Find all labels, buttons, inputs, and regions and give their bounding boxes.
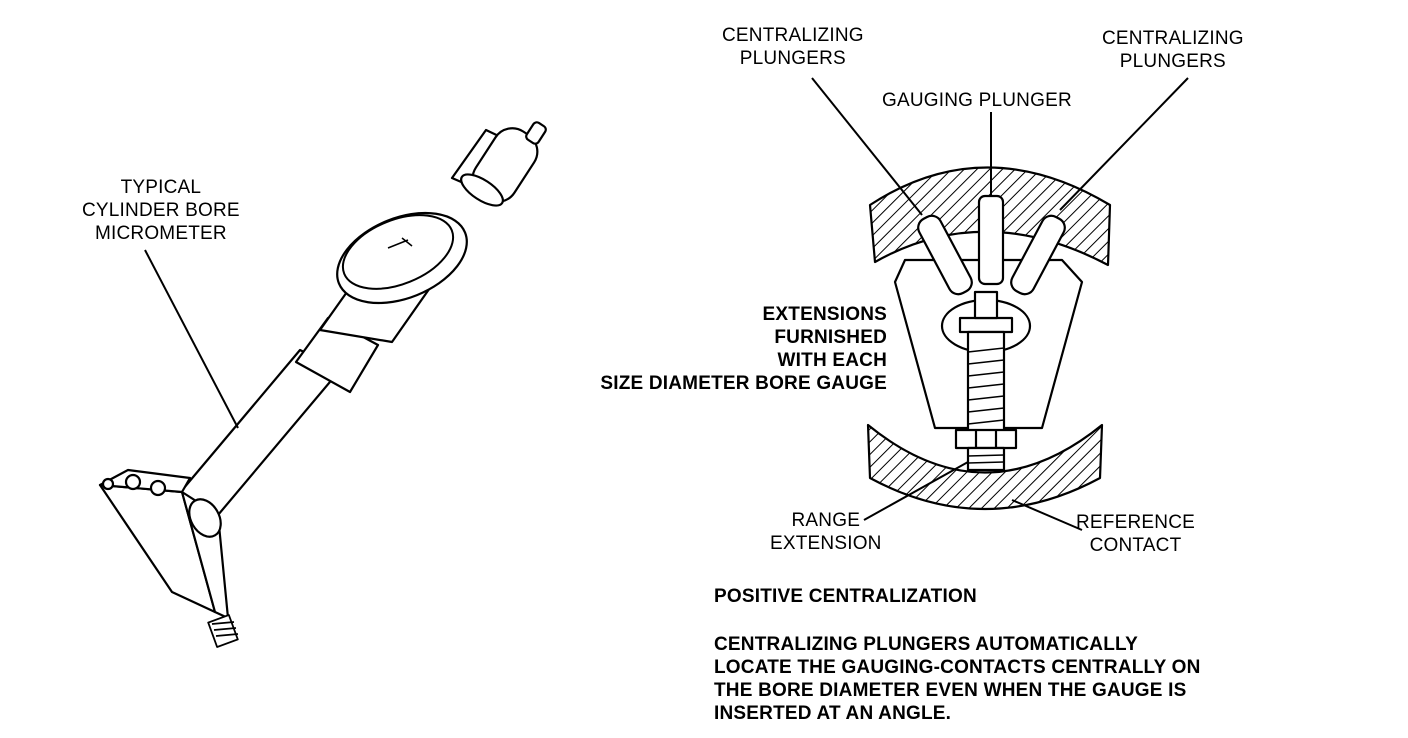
label-line: EXTENSIONS [762,304,887,325]
label-line: GAUGING PLUNGER [882,90,1072,111]
label-line: RANGE [791,510,861,531]
leader-reference-contact [1011,499,1083,531]
caption-heading: POSITIVE CENTRALIZATION [714,585,977,608]
label-line: CONTACT [1089,535,1182,556]
caption-heading-text: POSITIVE CENTRALIZATION [714,586,977,607]
label-line: CENTRALIZING [1102,28,1244,49]
label-line: REFERENCE [1076,512,1195,533]
leader-lines [811,77,1189,531]
label-line: PLUNGERS [739,48,846,69]
leader-micrometer [144,249,239,429]
label-line: FURNISHED [774,327,887,348]
label-line: TYPICAL [120,177,202,198]
caption-line: INSERTED AT AN ANGLE. [714,703,952,724]
label-line: WITH EACH [777,350,887,371]
leader-centralizing-left [811,77,923,216]
label-extensions-furnished: EXTENSIONS FURNISHED WITH EACH SIZE DIAM… [553,303,887,395]
caption-line: CENTRALIZING PLUNGERS AUTOMATICALLY [714,634,1138,655]
label-cylinder-bore-micrometer: TYPICAL CYLINDER BORE MICROMETER [82,176,240,245]
leader-centralizing-right [1059,77,1189,211]
label-line: CENTRALIZING [722,25,864,46]
label-centralizing-plungers-left: CENTRALIZING PLUNGERS [722,24,864,70]
bore-micrometer-illustration [98,121,547,648]
label-line: SIZE DIAMETER BORE GAUGE [600,373,887,394]
caption-line: LOCATE THE GAUGING-CONTACTS CENTRALLY ON [714,657,1201,678]
caption-body: CENTRALIZING PLUNGERS AUTOMATICALLY LOCA… [714,633,1201,725]
label-gauging-plunger: GAUGING PLUNGER [882,89,1072,112]
bore-gauge-illustration [866,166,1112,511]
label-line: PLUNGERS [1119,51,1226,72]
label-line: MICROMETER [94,223,227,244]
label-line: EXTENSION [770,533,882,554]
caption-line: THE BORE DIAMETER EVEN WHEN THE GAUGE IS [714,680,1187,701]
label-centralizing-plungers-right: CENTRALIZING PLUNGERS [1102,27,1244,73]
label-line: CYLINDER BORE [82,200,240,221]
leader-range-extension [863,461,969,521]
label-range-extension: RANGE EXTENSION [770,509,882,555]
label-reference-contact: REFERENCE CONTACT [1076,511,1195,557]
